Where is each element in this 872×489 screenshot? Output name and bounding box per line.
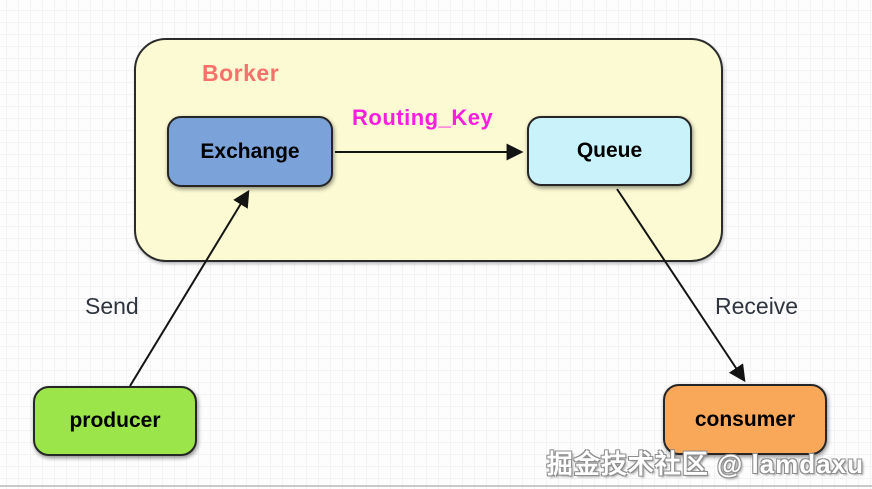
node-consumer-label: consumer (694, 407, 796, 431)
node-producer-label: producer (69, 409, 161, 432)
watermark-text: 掘金技术社区 @ lamdaxu (546, 449, 864, 479)
bottom-edge-line (0, 485, 872, 487)
node-queue-label: Queue (576, 139, 643, 162)
edge-send-label: Send (85, 293, 139, 319)
node-exchange-label: Exchange (200, 139, 300, 163)
broker-label: Borker (202, 60, 280, 86)
edge-receive-label: Receive (715, 293, 799, 319)
node-producer: producer (33, 386, 197, 456)
node-consumer: consumer (663, 384, 827, 455)
node-queue: Queue (527, 116, 692, 186)
edge-routing-key-label: Routing_Key (352, 105, 494, 130)
node-exchange: Exchange (167, 116, 333, 187)
